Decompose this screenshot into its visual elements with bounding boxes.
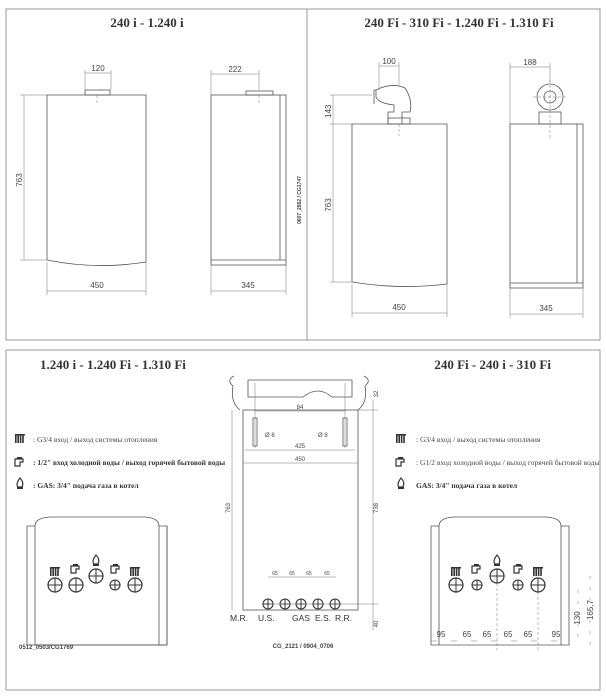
dim-width-fi: 450 <box>392 303 406 312</box>
dim-flue-width-fi: 100 <box>382 57 396 66</box>
bottom-view-left: 0512_0503/CG1769 <box>19 516 168 651</box>
dim-spacing: 65 <box>289 571 295 577</box>
conn-label-gas: GAS <box>292 613 310 623</box>
connector <box>68 577 84 593</box>
dim-height-left: 763 <box>226 502 232 513</box>
dim-flue-offset-fi: 188 <box>523 58 537 67</box>
dim-h1: 130 <box>573 611 582 625</box>
flame-icon <box>16 477 24 490</box>
side-view-240i: 222 345 0607_2882 / CG1747 <box>210 65 303 295</box>
radiator-icon <box>15 434 25 443</box>
dim-bracket: 84 <box>297 405 304 411</box>
drawing-code: 0512_0503/CG1769 <box>19 645 74 651</box>
legend-item: : G3/4 вход / выход системы отопления <box>33 435 158 444</box>
legend-item: : GAS: 3/4" подача газа в котел <box>33 481 139 490</box>
dim-height-fi: 763 <box>324 198 333 212</box>
dim-depth-fi: 345 <box>539 304 553 313</box>
tap-icon <box>395 456 405 467</box>
connector <box>88 568 104 584</box>
dim-spacing: 65 <box>504 630 513 639</box>
connector <box>530 577 546 593</box>
legend-item: : G1/2 вход холодной воды / выход горяче… <box>416 458 600 467</box>
dim-flue-height: 143 <box>324 104 333 118</box>
mounting-template: 84 Ø 8 Ø 8 425 450 763 32 738 40 65 65 6… <box>226 375 380 650</box>
conn-label-mr: M.R. <box>230 613 248 623</box>
legend-item: : G3/4 вход / выход системы отопления <box>416 435 541 444</box>
dim-holes-span: 425 <box>295 444 306 450</box>
bottom-panel-frame <box>5 349 601 691</box>
connector <box>471 579 483 591</box>
connector <box>47 577 63 593</box>
dim-bottom: 40 <box>374 620 380 627</box>
dim-depth: 345 <box>241 281 255 290</box>
dim-height-right: 738 <box>374 502 380 513</box>
bottom-panel: 1.240 i - 1.240 Fi - 1.310 Fi 240 Fi - 2… <box>5 349 601 691</box>
front-view-240i: 120 763 450 <box>15 64 147 295</box>
dim-spacing: 65 <box>324 571 330 577</box>
legend-right: : G3/4 вход / выход системы отопления : … <box>395 434 600 490</box>
top-left-title: 240 i - 1.240 i <box>110 15 184 30</box>
dim-width: 450 <box>90 281 104 290</box>
tap-icon <box>14 456 24 467</box>
dim-spacing: 65 <box>272 571 278 577</box>
connector <box>109 579 121 591</box>
dim-h2: 165,7 <box>586 599 595 620</box>
dim-height: 763 <box>15 173 24 187</box>
bottom-view-right: 95 65 65 65 65 95 130 165,7 <box>430 516 595 650</box>
connector <box>512 579 524 591</box>
top-right-title: 240 Fi - 310 Fi - 1.240 Fi - 1.310 Fi <box>364 15 554 30</box>
dim-spacing: 95 <box>437 630 446 639</box>
dim-spacing: 65 <box>463 630 472 639</box>
bottom-left-title: 1.240 i - 1.240 Fi - 1.310 Fi <box>40 357 186 372</box>
dim-hole-right: Ø 8 <box>318 433 328 439</box>
legend-item: GAS: 3/4" подача газа в котел <box>416 481 518 490</box>
dim-spacing: 65 <box>306 571 312 577</box>
dim-spacing: 65 <box>524 630 533 639</box>
connector <box>127 577 143 593</box>
top-panel: 240 i - 1.240 i 120 763 450 222 345 0607… <box>5 8 601 341</box>
dim-spacing: 95 <box>552 630 561 639</box>
drawing-code: CG_2121 / 0904_0706 <box>273 644 334 650</box>
connector <box>489 568 505 584</box>
dim-spacing: 65 <box>483 630 492 639</box>
front-view-fi: 100 143 763 450 <box>324 57 448 317</box>
dim-width-template: 450 <box>295 457 306 463</box>
legend-left: : G3/4 вход / выход системы отопления : … <box>14 434 225 490</box>
conn-label-us: U.S. <box>258 613 275 623</box>
dim-flue-offset: 222 <box>228 65 242 74</box>
dim-top: 32 <box>374 390 380 397</box>
dim-hole-left: Ø 8 <box>265 433 275 439</box>
flame-icon <box>397 477 405 490</box>
connector <box>448 577 464 593</box>
top-panel-frame <box>5 8 601 341</box>
dim-flue-width: 120 <box>91 64 105 73</box>
radiator-icon <box>396 434 406 443</box>
drawing-code: 0607_2882 / CG1747 <box>297 176 303 224</box>
side-view-fi: 188 345 <box>509 58 584 318</box>
conn-label-rr: R.R. <box>335 613 352 623</box>
legend-item: : 1/2" вход холодной воды / выход горяче… <box>33 458 225 467</box>
bottom-right-title: 240 Fi - 240 i - 310 Fi <box>434 357 551 372</box>
conn-label-es: E.S. <box>315 613 331 623</box>
